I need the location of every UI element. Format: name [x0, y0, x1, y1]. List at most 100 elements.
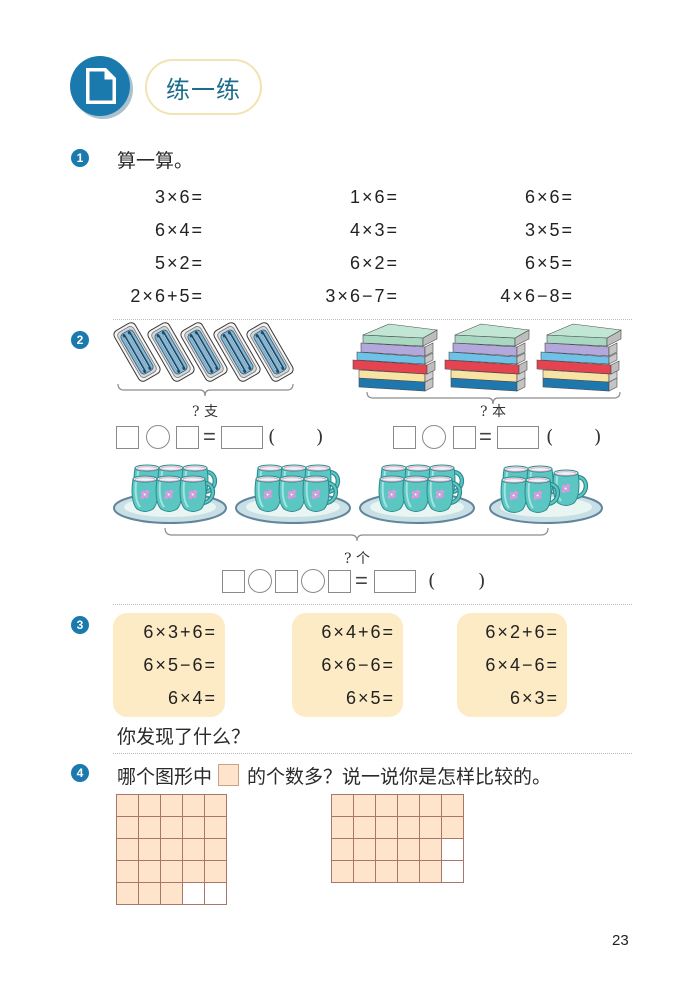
plate-1	[113, 465, 227, 524]
question-3-followup: 你发现了什么？	[117, 726, 251, 748]
question-4-prompt: 哪个图形中 的个数多？说一说你是怎样比较的。	[117, 762, 551, 788]
grid-cell	[398, 861, 420, 883]
grid-cell	[376, 795, 398, 817]
section-title-pill: 练一练	[145, 59, 262, 115]
question-1-prompt: 算一算。	[117, 150, 194, 172]
section-title: 练一练	[166, 75, 241, 104]
grid-cell	[139, 883, 161, 905]
grid-cell	[205, 839, 227, 861]
grid-cell	[139, 795, 161, 817]
prompt-after: 的个数多？说一说你是怎样比较的。	[247, 765, 552, 788]
equation: 1×6=	[349, 187, 399, 207]
grid-cell	[117, 861, 139, 883]
grid-cell	[161, 861, 183, 883]
equation: 4×6−8=	[500, 286, 574, 306]
result-box	[497, 426, 539, 449]
equation: 6×5=	[524, 253, 574, 273]
result-box	[221, 426, 263, 449]
grid-cell	[161, 839, 183, 861]
question-4-badge: 4	[71, 764, 89, 782]
equation-group-1: 6×3+6= 6×5−6= 6×4=	[113, 613, 225, 717]
result-box	[374, 570, 416, 593]
plate-2	[235, 465, 351, 524]
grid-cell	[354, 861, 376, 883]
grid-cell	[161, 883, 183, 905]
equation: 6×5−6=	[143, 655, 217, 675]
unit-paren-open: (	[546, 426, 554, 448]
grid-cell	[354, 839, 376, 861]
grid-cell	[420, 839, 442, 861]
grid-cell	[139, 839, 161, 861]
document-icon	[70, 56, 133, 119]
answer-square	[176, 426, 199, 449]
grid-cell	[442, 861, 464, 883]
books-question-label: ? 本	[480, 404, 506, 420]
cups-question-label: ? 个	[344, 551, 370, 567]
pens-question-label: ? 支	[192, 404, 218, 420]
equation: 6×2=	[349, 253, 399, 273]
equation: 6×4=	[167, 688, 217, 708]
equation: 6×3+6=	[143, 622, 217, 642]
grid-cell	[205, 861, 227, 883]
equation: 6×6−6=	[321, 655, 395, 675]
grid-cell	[161, 795, 183, 817]
equation: 6×2+6=	[485, 622, 559, 642]
equals-sign: =	[479, 424, 492, 449]
divider	[113, 319, 632, 320]
operator-circle	[146, 425, 170, 449]
pencil-boxes-illustration	[110, 319, 297, 385]
grid-cell	[117, 839, 139, 861]
cups-illustration	[113, 465, 603, 524]
grid-cell	[205, 883, 227, 905]
equation: 6×3=	[509, 688, 559, 708]
unit-paren-close: )	[594, 426, 602, 448]
grid-cell	[332, 839, 354, 861]
pens-brace	[117, 383, 294, 397]
unit-paren-open: (	[428, 570, 436, 592]
grid-cell	[376, 839, 398, 861]
grid-cell	[376, 861, 398, 883]
equation: 6×5=	[345, 688, 395, 708]
grid-cell	[139, 817, 161, 839]
grid-cell	[117, 817, 139, 839]
answer-square	[393, 426, 416, 449]
grid-cell	[354, 817, 376, 839]
grid-cell	[398, 839, 420, 861]
equation: 3×6−7=	[325, 286, 399, 306]
equation: 3×6=	[154, 187, 204, 207]
unit-paren-close: )	[316, 426, 324, 448]
operator-circle	[248, 569, 272, 593]
unit-paren-open: (	[268, 426, 276, 448]
plate-4	[489, 465, 603, 524]
grid-cell	[442, 795, 464, 817]
grid-cell	[183, 883, 205, 905]
q1-column-1: 3×6= 6×4= 5×2= 2×6+5=	[90, 181, 204, 313]
grid-figure-1	[116, 794, 227, 905]
answer-square	[275, 570, 298, 593]
prompt-before: 哪个图形中	[117, 765, 213, 788]
grid-cell	[442, 817, 464, 839]
grid-cell	[183, 817, 205, 839]
equation: 6×6=	[524, 187, 574, 207]
grid-cell	[376, 817, 398, 839]
equation-group-2: 6×4+6= 6×6−6= 6×5=	[292, 613, 403, 717]
divider	[113, 604, 632, 605]
equals-sign: =	[203, 424, 216, 449]
q1-column-3: 6×6= 3×5= 6×5= 4×6−8=	[445, 181, 574, 313]
answer-square	[328, 570, 351, 593]
grid-cell	[117, 883, 139, 905]
equals-sign: =	[355, 568, 368, 593]
grid-cell	[420, 861, 442, 883]
grid-cell	[183, 795, 205, 817]
grid-cell	[161, 817, 183, 839]
divider	[113, 753, 632, 754]
equation: 6×4=	[154, 220, 204, 240]
cups-brace	[164, 527, 549, 542]
grid-cell	[139, 861, 161, 883]
grid-cell	[420, 795, 442, 817]
grid-figure-2	[331, 794, 464, 883]
grid-cell	[183, 861, 205, 883]
equation: 6×4−6=	[485, 655, 559, 675]
grid-cell	[183, 839, 205, 861]
answer-square	[116, 426, 139, 449]
